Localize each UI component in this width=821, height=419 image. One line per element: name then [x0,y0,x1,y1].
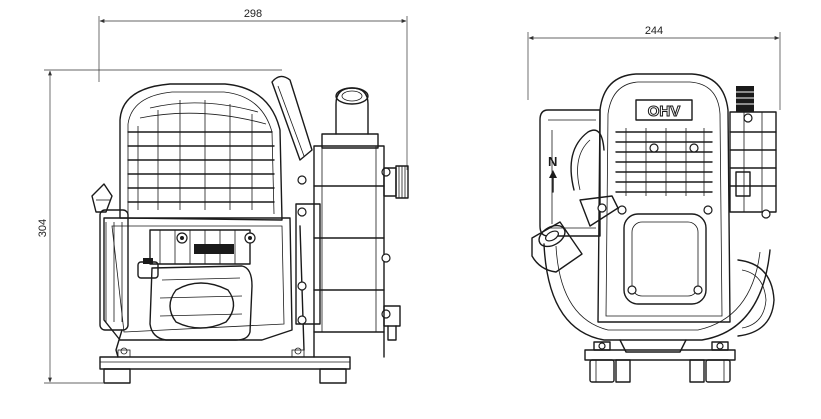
cooling-fins [127,100,275,210]
front-fuel-cap [531,195,619,273]
front-volute [543,243,775,353]
side-height-label: 304 [37,219,49,237]
dimension-side-width: 298 [98,8,408,170]
pump-front-view: OHV [531,73,777,383]
carry-handle [271,75,313,161]
dimension-side-height: 304 [37,69,282,384]
side-width-label: 298 [244,8,262,20]
pump-housing [295,87,409,358]
muffler [729,86,777,219]
dimension-front-width: 244 [527,25,781,110]
engine-body [91,183,305,358]
base-plate [99,347,351,384]
front-shroud: OHV [597,73,731,323]
front-base [584,341,736,383]
front-width-label: 244 [645,25,663,37]
choke-letter: N [548,154,557,169]
engine-shroud [119,83,283,221]
air-cleaner: N [539,109,605,237]
front-cooling-fins [615,128,713,196]
ohv-badge: OHV [648,103,681,120]
pump-side-view [91,75,409,384]
